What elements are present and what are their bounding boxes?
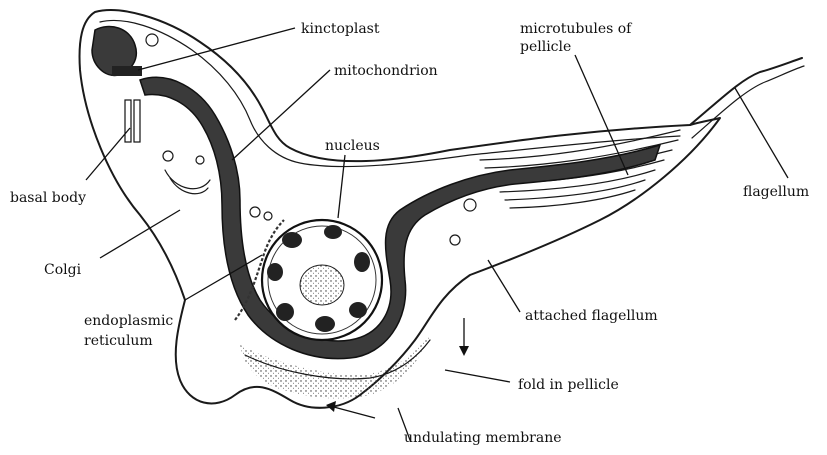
- label-kinetoplast: kinctoplast: [301, 21, 380, 37]
- label-mitochondrion: mitochondrion: [334, 63, 438, 79]
- label-er-line1: endoplasmic: [84, 313, 173, 329]
- nucleolus: [300, 265, 344, 305]
- basal-body-structure: [125, 100, 140, 142]
- free-flagellum: [690, 58, 802, 125]
- label-nucleus: nucleus: [325, 138, 380, 154]
- label-undulating-membrane: undulating membrane: [404, 430, 562, 446]
- label-attached-flagellum: attached flagellum: [525, 308, 658, 324]
- label-flagellum: flagellum: [743, 184, 809, 200]
- label-golgi: Colgi: [44, 262, 82, 278]
- label-er-line2: reticulum: [84, 333, 153, 349]
- label-microtubules-line2: pellicle: [520, 39, 571, 55]
- label-basal-body: basal body: [10, 190, 86, 206]
- label-microtubules-line1: microtubules of: [520, 21, 633, 37]
- kinetoplast-bar: [112, 66, 142, 76]
- label-fold-in-pellicle: fold in pellicle: [518, 377, 619, 393]
- free-flagellum-inner: [692, 66, 804, 138]
